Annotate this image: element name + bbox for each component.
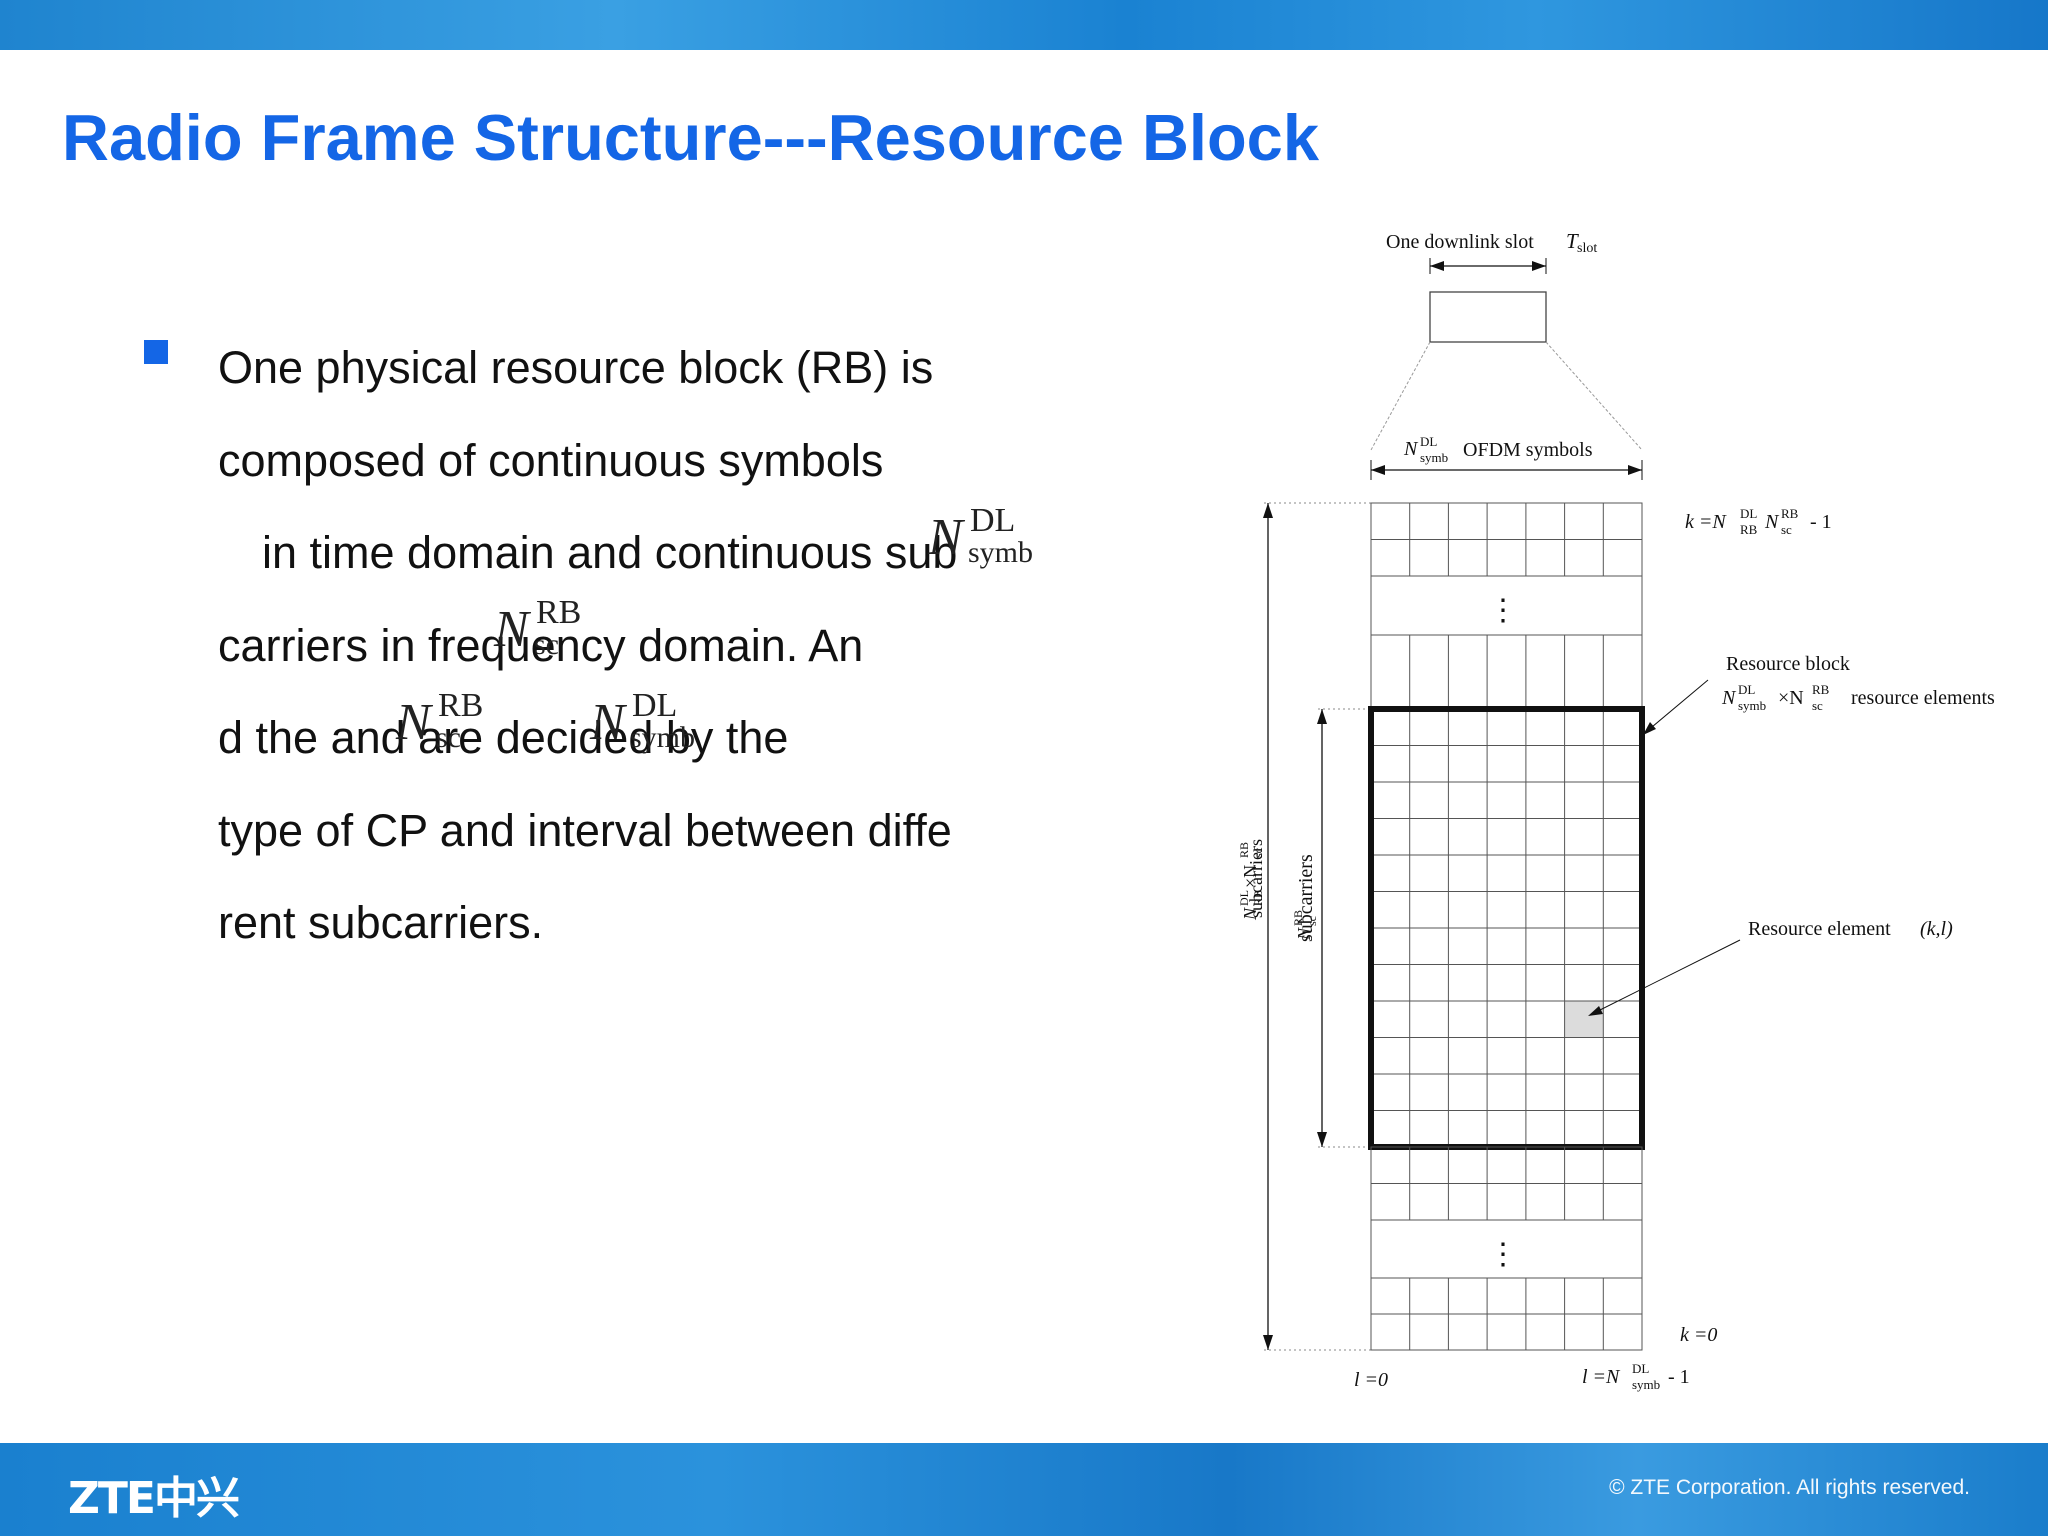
- svg-text:RB: RB: [1251, 890, 1265, 906]
- rb-callout-times: ×N: [1778, 687, 1804, 709]
- ofdm-label: OFDM symbols: [1463, 439, 1593, 461]
- svg-text:sc: sc: [1305, 916, 1319, 926]
- slot-subscript: slot: [1577, 241, 1597, 256]
- svg-text:N: N: [1294, 927, 1314, 941]
- resource-block-diagram: One downlink slot T slot N DL symb OFDM …: [1237, 229, 1995, 1392]
- slot-arrow-right-head: [1532, 261, 1546, 271]
- paragraph-line-5: d the and are decided by the: [218, 712, 789, 763]
- grid-row-above-rb: [1370, 634, 1643, 710]
- l-right-tail: - 1: [1668, 1366, 1690, 1388]
- vdots-top: ⋮: [1488, 594, 1518, 627]
- bullet-paragraph: One physical resource block (RB) is comp…: [218, 322, 1088, 970]
- zoom-line-left: [1370, 341, 1431, 451]
- k-top-sup-dl: DL: [1740, 506, 1757, 521]
- rb-callout-N: N: [1721, 687, 1737, 709]
- rb-callout-sub-sc: sc: [1812, 698, 1823, 713]
- ofdm-sup-dl: DL: [1420, 434, 1437, 449]
- rb-subcarriers-word: subcarriers: [1295, 854, 1317, 942]
- svg-text:RB: RB: [1291, 910, 1305, 926]
- total-arrow-top-head: [1263, 503, 1273, 518]
- paragraph-line-2: composed of continuous symbols: [218, 434, 884, 486]
- bottom-banner: [0, 1443, 2048, 1536]
- rb-arrow-top-head: [1317, 709, 1327, 724]
- rb-callout-arrowhead: [1643, 722, 1656, 735]
- resource-block-grid: [1371, 709, 1642, 1147]
- slot-label: One downlink slot: [1386, 231, 1534, 253]
- rb-callout-label: Resource block: [1726, 653, 1850, 675]
- svg-text:×N: ×N: [1240, 865, 1260, 888]
- svg-text:RB: RB: [1237, 842, 1251, 858]
- zte-logo: ZTE中兴: [68, 1473, 240, 1524]
- rb-callout-sub-symb: symb: [1738, 698, 1766, 713]
- math-n-symb-dl-2: N DL symb: [590, 687, 696, 754]
- paragraph-line-3: in time domain and continuous sub: [262, 527, 958, 578]
- re-callout-coords: (k,l): [1920, 918, 1953, 940]
- svg-text:sc: sc: [1251, 848, 1265, 858]
- resource-element-highlight: [1564, 1001, 1604, 1038]
- total-subcarriers-label: N DL RB ×N RB sc: [1237, 842, 1265, 921]
- re-callout-label: Resource element: [1748, 918, 1891, 940]
- paragraph-line-4: carriers in frequency domain. An: [218, 619, 864, 671]
- k-top-eq: k =N: [1685, 511, 1727, 533]
- grid-row-below-rb: [1370, 1146, 1643, 1221]
- vdots-bottom: ⋮: [1488, 1238, 1518, 1271]
- l-right-eq: l =N: [1582, 1366, 1621, 1388]
- svg-text:DL: DL: [1237, 890, 1251, 906]
- l-left-label: l =0: [1354, 1369, 1388, 1391]
- math-n-symb-dl-1: N DL symb: [928, 502, 1034, 569]
- slot-box: [1429, 291, 1547, 343]
- re-callout-pointer: [1589, 939, 1741, 1016]
- math-n-sc-rb-1: N RB sc: [494, 594, 582, 661]
- rb-subcarriers-math: N RB sc: [1291, 910, 1319, 941]
- ofdm-arrow-left-head: [1371, 465, 1385, 475]
- ofdm-N: N: [1403, 438, 1419, 460]
- k-top-sub-rb: RB: [1740, 522, 1758, 537]
- k-top-N2: N: [1764, 511, 1780, 533]
- top-banner: [0, 0, 2048, 50]
- total-arrow-bottom-head: [1263, 1335, 1273, 1350]
- rb-callout-pointer: [1645, 679, 1709, 733]
- re-callout-arrowhead: [1588, 1006, 1603, 1016]
- k-bottom-label: k =0: [1680, 1324, 1717, 1346]
- k-top-tail: - 1: [1810, 511, 1832, 533]
- math-n-sc-rb-2: N RB sc: [396, 687, 484, 754]
- l-right-sub-symb: symb: [1632, 1377, 1660, 1392]
- zoom-line-right: [1545, 341, 1643, 451]
- ofdm-arrow-right-head: [1628, 465, 1642, 475]
- total-subcarriers-word: subcarriers: [1246, 839, 1266, 918]
- rb-callout-sup-rb: RB: [1812, 682, 1830, 697]
- slot-T-symbol: T: [1566, 229, 1579, 253]
- slot-arrow-left-head: [1430, 261, 1444, 271]
- paragraph-line-6: type of CP and interval between diffe: [218, 804, 952, 856]
- rb-callout-sup-dl: DL: [1738, 682, 1755, 697]
- grid-bottom-section: [1370, 1277, 1643, 1351]
- rb-callout-elements: resource elements: [1851, 687, 1995, 709]
- k-top-sup-rb: RB: [1781, 506, 1799, 521]
- paragraph-line-7: rent subcarriers.: [218, 897, 544, 948]
- svg-text:N: N: [1240, 907, 1260, 921]
- rb-arrow-bottom-head: [1317, 1132, 1327, 1147]
- bullet-square-icon: [144, 340, 168, 364]
- paragraph-line-1: One physical resource block (RB) is: [218, 342, 934, 393]
- k-top-sub-sc: sc: [1781, 522, 1792, 537]
- grid-top-section: [1370, 502, 1643, 577]
- l-right-sup-dl: DL: [1632, 1361, 1649, 1376]
- copyright-text: © ZTE Corporation. All rights reserved.: [1609, 1476, 1970, 1499]
- slide-title: Radio Frame Structure---Resource Block: [62, 101, 1319, 174]
- ofdm-sub-symb: symb: [1420, 450, 1448, 465]
